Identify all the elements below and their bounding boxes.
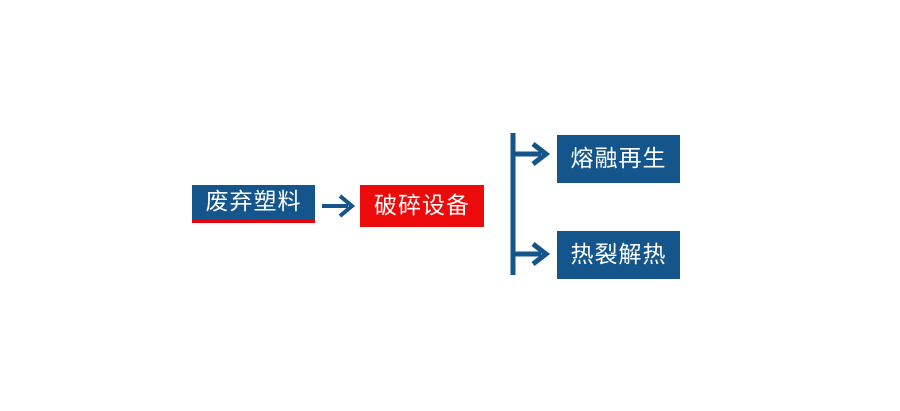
flow-node-outcome-melt-recycle[interactable]: 熔融再生 [557,135,680,183]
arrow-right-icon [322,194,356,218]
flow-node-outcome-label: 熔融再生 [570,145,667,172]
flow-node-outcome-label: 热裂解热 [570,241,667,268]
flow-node-outcome-pyrolysis[interactable]: 热裂解热 [557,231,680,279]
flow-node-source-label: 废弃塑料 [205,189,302,215]
connector-source-to-process [318,186,362,226]
split-arrow-icon [510,133,551,275]
flow-node-process-label: 破碎设备 [374,192,470,219]
connector-process-to-outcomes [505,126,563,286]
flow-node-source[interactable]: 废弃塑料 [192,185,315,223]
flow-node-process[interactable]: 破碎设备 [360,185,484,227]
